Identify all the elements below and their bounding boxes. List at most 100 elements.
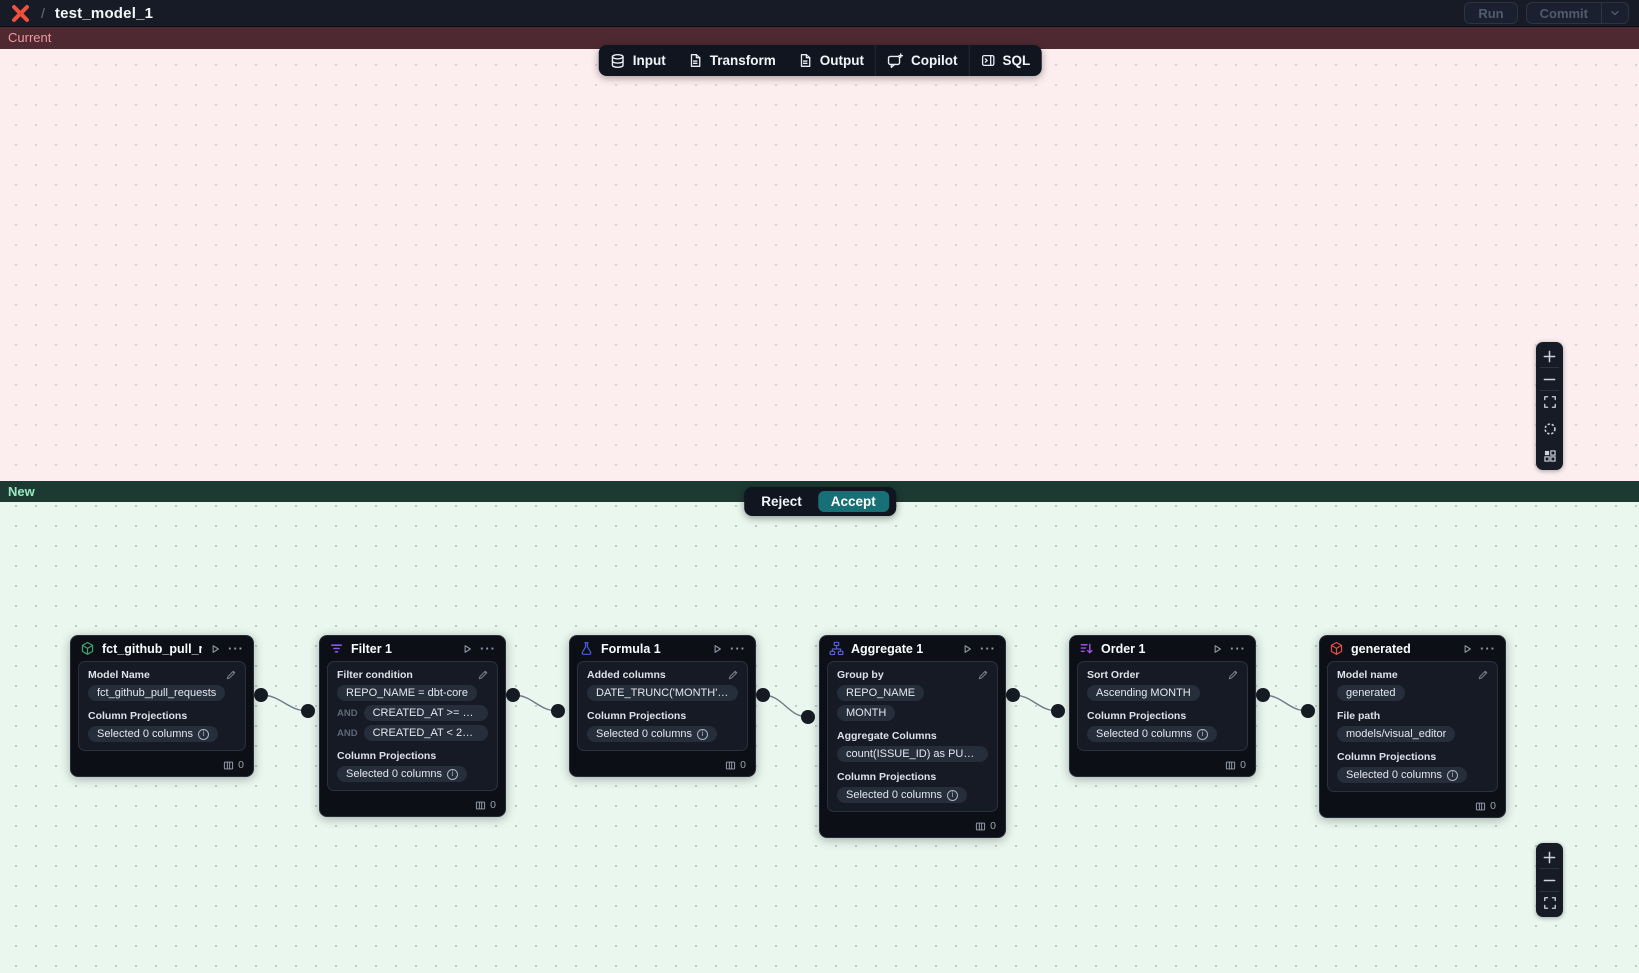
zoom-out-icon[interactable] <box>1536 368 1563 390</box>
zoom-in-icon[interactable] <box>1536 846 1563 868</box>
node-menu-icon[interactable]: ··· <box>980 640 996 656</box>
commit-split-button[interactable]: Commit <box>1525 2 1629 24</box>
controls-divider <box>1540 367 1559 368</box>
fit-view-icon[interactable] <box>1536 391 1563 413</box>
info-icon[interactable]: i <box>947 789 958 801</box>
fit-view-icon[interactable] <box>1536 892 1563 914</box>
value-pill[interactable]: CREATED_AT >= 2024-12-01 <box>363 705 488 721</box>
top-bar-actions: Run Commit <box>1464 2 1629 24</box>
edit-icon[interactable] <box>477 669 489 681</box>
toolbar-item-copilot[interactable]: Copilot <box>876 45 969 76</box>
run-button[interactable]: Run <box>1464 2 1518 24</box>
connection-handle[interactable] <box>801 710 815 724</box>
connection-handle[interactable] <box>1256 688 1270 702</box>
minimap-icon[interactable] <box>1536 445 1563 467</box>
node-menu-icon[interactable]: ··· <box>1230 640 1246 656</box>
run-node-icon[interactable] <box>461 643 473 655</box>
node-generated[interactable]: generated ··· Model name generated File … <box>1319 635 1506 818</box>
node-filter-1[interactable]: Filter 1 ··· Filter condition REPO_NAME … <box>319 635 506 817</box>
dbt-logo-icon[interactable] <box>10 4 31 23</box>
accept-button[interactable]: Accept <box>817 491 889 512</box>
connection-handle[interactable] <box>551 704 565 718</box>
node-header[interactable]: fct_github_pull_requests ··· <box>71 636 253 660</box>
node-title: Formula 1 <box>601 641 661 656</box>
value-pill[interactable]: REPO_NAME = dbt-core <box>337 685 477 701</box>
connection-handle[interactable] <box>1006 688 1020 702</box>
current-canvas[interactable] <box>0 49 1639 481</box>
info-icon[interactable]: i <box>697 728 708 740</box>
field-label: File path <box>1337 710 1381 722</box>
node-header[interactable]: Aggregate 1 ··· <box>820 636 1005 660</box>
run-node-icon[interactable] <box>961 643 973 655</box>
connection-handle[interactable] <box>506 688 520 702</box>
node-menu-icon[interactable]: ··· <box>480 640 496 656</box>
toolbar-item-input[interactable]: Input <box>599 45 677 76</box>
connection-handle[interactable] <box>756 688 770 702</box>
info-icon[interactable]: i <box>1197 728 1208 740</box>
edit-icon[interactable] <box>727 669 739 681</box>
field-label: Column Projections <box>1337 751 1437 763</box>
field-group-by: Group by REPO_NAME MONTH <box>837 669 988 721</box>
run-node-icon[interactable] <box>711 643 723 655</box>
zoom-out-icon[interactable] <box>1536 869 1563 891</box>
edit-icon[interactable] <box>1227 669 1239 681</box>
commit-button-label[interactable]: Commit <box>1539 5 1588 21</box>
edit-icon[interactable] <box>977 669 989 681</box>
node-title: Order 1 <box>1101 641 1146 656</box>
reject-button[interactable]: Reject <box>751 491 812 512</box>
columns-icon <box>1225 760 1236 771</box>
edit-icon[interactable] <box>1477 669 1489 681</box>
node-aggregate-1[interactable]: Aggregate 1 ··· Group by REPO_NAME MONTH… <box>819 635 1006 838</box>
value-pill[interactable]: Ascending MONTH <box>1087 685 1200 701</box>
node-formula-1[interactable]: Formula 1 ··· Added columns DATE_TRUNC('… <box>569 635 756 777</box>
node-header[interactable]: generated ··· <box>1320 636 1505 660</box>
run-node-icon[interactable] <box>1461 643 1473 655</box>
connection-handle[interactable] <box>1301 704 1315 718</box>
connection-handle[interactable] <box>254 688 268 702</box>
database-icon <box>610 53 626 69</box>
node-footer: 0 <box>71 757 253 776</box>
toolbar-item-sql[interactable]: SQL <box>970 45 1042 76</box>
value-pill[interactable]: CREATED_AT < 2025-03-01 <box>363 725 488 741</box>
node-menu-icon[interactable]: ··· <box>228 640 244 656</box>
value-pill[interactable]: generated <box>1337 685 1405 701</box>
node-header[interactable]: Order 1 ··· <box>1070 636 1255 660</box>
node-menu-icon[interactable]: ··· <box>1480 640 1496 656</box>
toolbar-item-output[interactable]: Output <box>787 45 875 76</box>
node-order-1[interactable]: Order 1 ··· Sort Order Ascending MONTH C… <box>1069 635 1256 777</box>
value-pill[interactable]: count(ISSUE_ID) as PULL_REQUEST_… <box>837 746 988 762</box>
info-icon[interactable]: i <box>447 768 458 780</box>
node-header[interactable]: Filter 1 ··· <box>320 636 505 660</box>
node-menu-icon[interactable]: ··· <box>730 640 746 656</box>
run-node-icon[interactable] <box>1211 643 1223 655</box>
top-bar: / test_model_1 Run Commit <box>0 0 1639 27</box>
commit-dropdown-button[interactable] <box>1601 3 1628 23</box>
node-fct-github-pull-requests[interactable]: fct_github_pull_requests ··· Model Name … <box>70 635 254 777</box>
value-pill[interactable]: models/visual_editor <box>1337 726 1456 742</box>
model-cube-icon <box>80 641 95 656</box>
toolbar-item-transform[interactable]: Transform <box>677 45 787 76</box>
value-pill[interactable]: fct_github_pull_requests <box>88 685 226 701</box>
value-pill[interactable]: DATE_TRUNC('MONTH', CREATED_AT… <box>587 685 738 701</box>
info-icon[interactable]: i <box>1447 769 1458 781</box>
connection-handle[interactable] <box>301 704 315 718</box>
recenter-icon[interactable] <box>1536 418 1563 440</box>
value-pill[interactable]: MONTH <box>837 705 896 721</box>
zoom-in-icon[interactable] <box>1536 345 1563 367</box>
value-pill[interactable]: REPO_NAME <box>837 685 925 701</box>
info-icon[interactable]: i <box>198 728 209 740</box>
flow-controls-new <box>1536 843 1563 917</box>
edit-icon[interactable] <box>225 669 237 681</box>
node-body: Filter condition REPO_NAME = dbt-core AN… <box>327 661 498 791</box>
node-header[interactable]: Formula 1 ··· <box>570 636 755 660</box>
run-node-icon[interactable] <box>209 643 221 655</box>
connection-handle[interactable] <box>1051 704 1065 718</box>
